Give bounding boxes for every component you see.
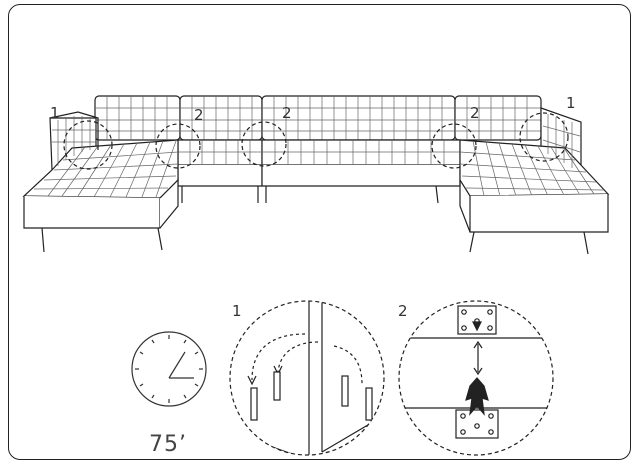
assembly-time: 75’ (149, 432, 187, 457)
joint-callout-circles (63, 112, 569, 170)
detail1-arm-attachment (229, 300, 385, 456)
detail2-connector-bracket (398, 300, 554, 456)
callout-right-joint: 2 (470, 104, 480, 122)
callout-right-arm: 1 (566, 94, 576, 112)
detail2-number: 2 (398, 302, 408, 320)
sofa-illustration (22, 95, 610, 255)
clock-icon (131, 331, 207, 407)
callout-left-joint: 2 (194, 106, 204, 124)
detail1-number: 1 (232, 302, 242, 320)
callout-center-joint: 2 (282, 104, 292, 122)
callout-left-arm: 1 (50, 104, 60, 122)
